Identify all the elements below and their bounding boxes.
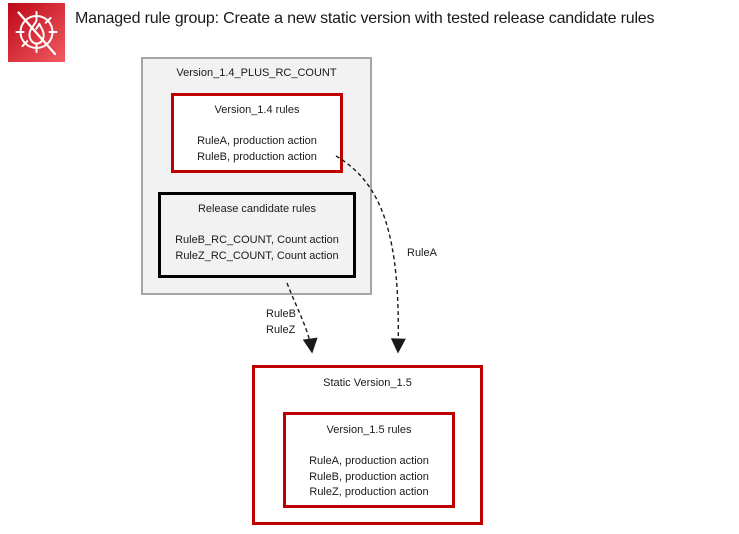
version-14-rules-box: Version_1.4 rules RuleA, production acti… bbox=[171, 93, 343, 173]
rule-line: RuleZ_RC_COUNT, Count action bbox=[175, 249, 339, 262]
flame-target-icon bbox=[8, 3, 65, 62]
page-title: Managed rule group: Create a new static … bbox=[75, 10, 655, 27]
rule-line: RuleB_RC_COUNT, Count action bbox=[175, 234, 339, 246]
waf-service-icon bbox=[8, 3, 65, 62]
release-candidate-rules-title: Release candidate rules bbox=[197, 203, 317, 215]
version-14-rules-title: Version_1.4 rules bbox=[214, 104, 300, 116]
version-15-rule-list: RuleA, production action RuleB, producti… bbox=[286, 454, 452, 501]
rule-line: RuleB, production action bbox=[197, 150, 317, 163]
working-version-group-title: Version_1.4_PLUS_RC_COUNT bbox=[176, 67, 337, 79]
version-15-rules-title: Version_1.5 rules bbox=[326, 424, 412, 436]
working-version-group-box: Version_1.4_PLUS_RC_COUNT Version_1.4 ru… bbox=[141, 57, 372, 295]
version-15-rules-box: Version_1.5 rules RuleA, production acti… bbox=[283, 412, 455, 508]
arrow-label-rule-a: RuleA bbox=[407, 247, 437, 259]
static-version-group-title: Static Version_1.5 bbox=[323, 377, 412, 389]
rule-line: RuleA, production action bbox=[309, 455, 429, 467]
rule-line: RuleB, production action bbox=[309, 470, 429, 483]
release-candidate-rule-list: RuleB_RC_COUNT, Count action RuleZ_RC_CO… bbox=[161, 233, 353, 264]
static-version-group-box: Static Version_1.5 Version_1.5 rules Rul… bbox=[252, 365, 483, 525]
rule-line: RuleA, production action bbox=[197, 135, 317, 147]
version-14-rule-list: RuleA, production action RuleB, producti… bbox=[174, 134, 340, 165]
arrow-label-rc: RuleB RuleZ bbox=[266, 307, 296, 338]
arrow-label-rule-z: RuleZ bbox=[266, 323, 296, 336]
release-candidate-rules-box: Release candidate rules RuleB_RC_COUNT, … bbox=[158, 192, 356, 278]
rule-line: RuleZ, production action bbox=[309, 486, 429, 498]
arrow-label-rule-b: RuleB bbox=[266, 308, 296, 320]
